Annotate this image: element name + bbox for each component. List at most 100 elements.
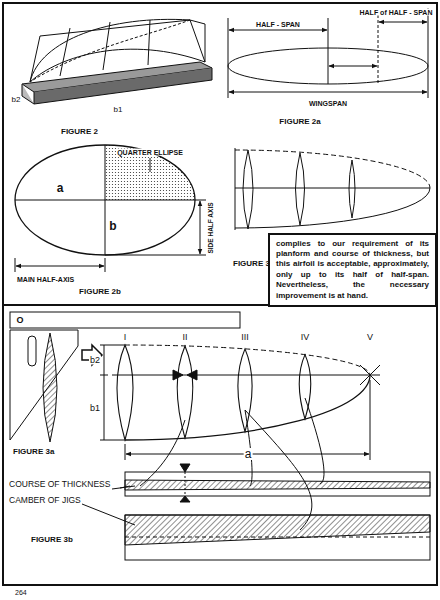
drawing-rect bbox=[125, 472, 430, 496]
drawing-line bbox=[228, 18, 229, 98]
drawing-line bbox=[112, 375, 380, 376]
drawing-line bbox=[105, 258, 106, 272]
drawing-line bbox=[200, 201, 201, 254]
drawing-line bbox=[100, 375, 108, 376]
jig-profile bbox=[117, 345, 133, 440]
drawing-path bbox=[82, 345, 102, 365]
drawing-path bbox=[180, 496, 190, 502]
drawing-line bbox=[195, 200, 206, 201]
drawing-path bbox=[243, 150, 253, 229]
drawing-line bbox=[235, 148, 236, 230]
drawing-line bbox=[82, 504, 135, 525]
axis-label: b bbox=[108, 220, 117, 232]
dimension-label: HALF - SPAN bbox=[255, 21, 301, 28]
drawing-path bbox=[125, 375, 370, 440]
figure-caption: FIGURE 3a bbox=[12, 448, 55, 456]
figure-2a-planform bbox=[228, 8, 428, 98]
dimension-label: b2 bbox=[89, 356, 101, 365]
drawing-path bbox=[190, 20, 205, 24]
drawing-path bbox=[30, 19, 205, 82]
drawing-line bbox=[125, 444, 126, 460]
drawing-path bbox=[103, 22, 110, 70]
drawing-line bbox=[229, 30, 327, 31]
drawing-rect bbox=[3, 3, 437, 585]
drawing-line bbox=[112, 486, 135, 489]
jig-profile bbox=[238, 349, 252, 432]
drawing-line bbox=[379, 22, 427, 23]
figure-caption: FIGURE 2b bbox=[78, 288, 122, 296]
drawing-path bbox=[125, 345, 370, 375]
frame bbox=[3, 3, 437, 585]
part-label: QUARTER ELLIPSE bbox=[116, 149, 184, 156]
drawing-path bbox=[296, 153, 305, 225]
dimension-label: b1 bbox=[89, 404, 101, 413]
drawing-line bbox=[125, 537, 430, 538]
drawing-line bbox=[100, 440, 125, 441]
drawing-line bbox=[105, 255, 206, 256]
station-number: III bbox=[240, 333, 250, 342]
drawing-line bbox=[100, 345, 125, 346]
drawing-path bbox=[43, 333, 57, 442]
drawing-path bbox=[245, 410, 312, 530]
dimension-label: b1 bbox=[113, 106, 124, 114]
drawing-path bbox=[105, 145, 195, 200]
dimension-label: HALF of HALF - SPAN bbox=[359, 9, 434, 16]
drawing-line bbox=[16, 266, 104, 267]
drawing-path bbox=[30, 49, 205, 82]
drawing-line bbox=[15, 258, 16, 272]
figure-caption: FIGURE 2 bbox=[60, 128, 99, 136]
drawing-path bbox=[30, 20, 190, 82]
drawing-path bbox=[140, 420, 185, 486]
dimension-label: MAIN HALF-AXIS bbox=[16, 276, 75, 283]
drawing-line bbox=[229, 92, 427, 93]
figure-3b-strips bbox=[82, 398, 430, 560]
text-box: complies to our requirement of its planf… bbox=[268, 233, 437, 307]
dimension-label: WINGSPAN bbox=[308, 100, 348, 107]
drawing-path bbox=[40, 20, 190, 36]
drawing-rect bbox=[28, 336, 36, 366]
figure-2b-ellipse bbox=[15, 145, 206, 272]
station-number: I bbox=[123, 333, 128, 342]
station-number: II bbox=[181, 333, 188, 342]
drawing-line bbox=[370, 380, 371, 460]
part-label: COURSE OF THICKNESS bbox=[8, 480, 111, 489]
drawing-path bbox=[349, 160, 355, 218]
drawing-line bbox=[150, 158, 151, 172]
jig-tools bbox=[10, 312, 240, 442]
drawing-line bbox=[185, 472, 186, 496]
figure-3-halfwing bbox=[235, 148, 430, 230]
drawing-line bbox=[428, 8, 429, 98]
axis-label: a bbox=[56, 182, 65, 194]
drawing-path bbox=[235, 188, 430, 189]
ruler-mark: O bbox=[15, 316, 24, 325]
figure-caption: FIGURE 3 bbox=[232, 260, 271, 268]
drawing-path bbox=[30, 36, 40, 82]
figure-2-wing bbox=[22, 19, 212, 104]
note-text: complies to our requirement of its planf… bbox=[276, 239, 429, 301]
drawing-path bbox=[60, 28, 70, 76]
drawing-path bbox=[305, 398, 324, 484]
drawing-path bbox=[125, 515, 430, 545]
dimension-label: b2 bbox=[11, 96, 22, 104]
drawing-ellipse bbox=[15, 145, 195, 255]
station-number: IV bbox=[300, 333, 311, 342]
page-number: 264 bbox=[14, 589, 28, 596]
drawing-rect bbox=[125, 515, 430, 560]
jig-profile bbox=[177, 346, 193, 438]
drawing-line bbox=[3, 304, 268, 306]
drawing-path bbox=[125, 480, 430, 490]
figure-3a-jigs bbox=[100, 345, 380, 460]
drawing-line bbox=[328, 18, 329, 84]
station-number: V bbox=[366, 333, 374, 342]
drawing-path bbox=[235, 150, 430, 188]
figure-caption: FIGURE 3b bbox=[30, 536, 74, 544]
drawing-path bbox=[360, 365, 380, 385]
drawing-line bbox=[105, 145, 106, 255]
drawing-path bbox=[180, 464, 190, 472]
figure-caption: FIGURE 2a bbox=[278, 118, 321, 126]
dimension-label: SIDE HALF AXIS bbox=[208, 201, 215, 254]
drawing-line bbox=[329, 66, 377, 67]
drawing-path bbox=[205, 24, 206, 62]
dimension-label: a bbox=[244, 448, 253, 460]
